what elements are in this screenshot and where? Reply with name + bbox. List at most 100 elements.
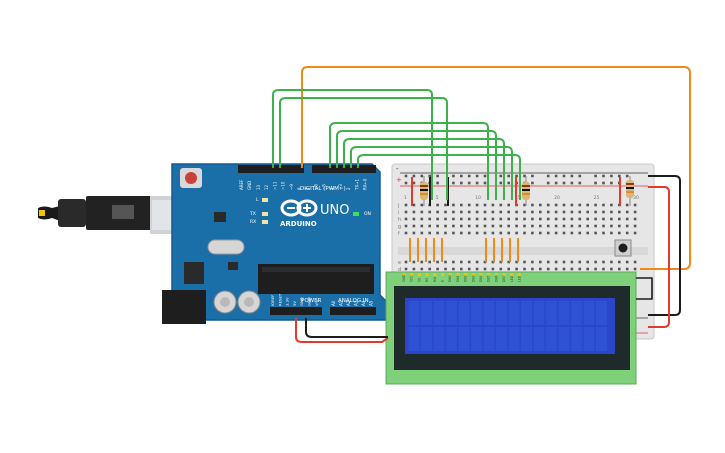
lcd-pin-label: VCC <box>410 275 414 282</box>
breadboard-hole <box>460 174 463 178</box>
lcd-pin-label: V0 <box>417 278 421 282</box>
breadboard-hole <box>578 174 582 178</box>
breadboard-hole <box>610 174 613 178</box>
breadboard-hole <box>578 210 582 214</box>
breadboard-hole <box>625 217 629 221</box>
breadboard-hole <box>562 260 566 264</box>
breadboard-hole <box>428 217 431 221</box>
breadboard-hole <box>539 231 542 235</box>
breadboard-hole <box>412 217 416 221</box>
breadboard-hole <box>625 224 629 228</box>
lcd-pin <box>464 273 468 276</box>
lcd-char-cell <box>458 327 470 351</box>
breadboard-hole <box>554 260 558 264</box>
breadboard-hole <box>499 210 503 214</box>
lcd-char-cell <box>483 301 495 325</box>
power-pin-label: IOREF <box>270 295 275 306</box>
breadboard-hole <box>452 224 455 228</box>
breadboard-hole <box>554 174 558 178</box>
lcd-pin-label: RW <box>433 276 437 282</box>
breadboard-hole <box>436 181 439 185</box>
breadboard-hole <box>562 217 566 221</box>
breadboard-hole <box>483 231 487 235</box>
power-label: POWER <box>301 298 322 304</box>
breadboard-hole <box>594 203 597 207</box>
resistor-2 <box>522 176 530 206</box>
lcd-pin <box>471 273 475 276</box>
lcd-pin-label: DB3 <box>471 275 475 282</box>
lcd-char-cell <box>421 301 432 325</box>
breadboard-hole <box>420 267 424 271</box>
lcd-pin <box>448 273 452 276</box>
breadboard-hole <box>586 267 589 271</box>
digital-pin-label: 4 <box>330 187 335 190</box>
row-letter: i <box>398 210 399 216</box>
breadboard-hole <box>523 217 526 221</box>
breadboard-hole <box>523 267 526 271</box>
breadboard-hole <box>475 181 479 185</box>
breadboard-hole <box>436 267 439 271</box>
lcd-pin <box>410 273 414 276</box>
breadboard-hole <box>475 210 479 214</box>
lcd-char-cell <box>558 327 570 351</box>
row-letter: f <box>398 231 400 237</box>
breadboard-hole <box>562 231 566 235</box>
analog-label: ANALOG IN <box>338 298 369 304</box>
breadboard-hole <box>531 267 534 271</box>
lcd-char-cell <box>533 327 545 351</box>
breadboard-hole <box>515 260 518 264</box>
digital-pin-label: ~9 <box>289 184 294 190</box>
breadboard-hole <box>428 224 431 228</box>
breadboard-hole <box>491 210 495 214</box>
l-label: L <box>256 197 259 203</box>
breadboard-hole <box>523 203 526 207</box>
breadboard-hole <box>610 203 613 207</box>
lcd-pin-label: LED <box>518 275 522 282</box>
lcd-char-cell <box>471 301 482 325</box>
breadboard-hole <box>625 203 629 207</box>
digital-pin-label: TX→1 <box>354 178 359 191</box>
breadboard-hole <box>507 217 510 221</box>
lcd-char-cell <box>433 301 445 325</box>
breadboard-hole <box>404 217 408 221</box>
breadboard-hole <box>618 224 621 228</box>
breadboard-hole <box>594 217 597 221</box>
breadboard-hole <box>531 181 534 185</box>
lcd-pin <box>510 273 514 276</box>
breadboard-hole <box>444 224 447 228</box>
breadboard-hole <box>475 267 479 271</box>
breadboard-hole <box>444 260 447 264</box>
digital-pin-label: 8 <box>297 187 302 190</box>
breadboard-hole <box>515 174 518 178</box>
tx-label: TX <box>249 211 256 217</box>
breadboard-hole <box>515 267 518 271</box>
breadboard-hole <box>554 267 558 271</box>
lcd-char-cell <box>458 301 470 325</box>
breadboard-hole <box>436 231 439 235</box>
breadboard-hole <box>531 203 534 207</box>
breadboard-hole <box>546 203 550 207</box>
breadboard-hole <box>539 217 542 221</box>
breadboard-hole <box>452 174 455 178</box>
analog-pin-label: A2 <box>346 300 351 306</box>
lcd-char-cell <box>583 301 595 325</box>
digital-pin-label: ~3 <box>338 184 343 190</box>
digital-header-left <box>238 165 304 173</box>
breadboard-hole <box>594 224 597 228</box>
breadboard-hole <box>562 181 566 185</box>
breadboard-hole <box>546 217 550 221</box>
breadboard-hole <box>610 231 613 235</box>
power-pin-label: GND <box>307 297 312 306</box>
lcd-pin-label: DB6 <box>494 275 498 282</box>
breadboard-hole <box>515 217 518 221</box>
breadboard-hole <box>436 203 439 207</box>
breadboard-hole <box>586 217 589 221</box>
gnd-label: GND <box>247 181 252 190</box>
breadboard-hole <box>578 231 582 235</box>
breadboard-hole <box>562 210 566 214</box>
breadboard-hole <box>633 267 637 271</box>
breadboard-hole <box>523 260 526 264</box>
power-pin-label: Vin <box>314 299 319 306</box>
